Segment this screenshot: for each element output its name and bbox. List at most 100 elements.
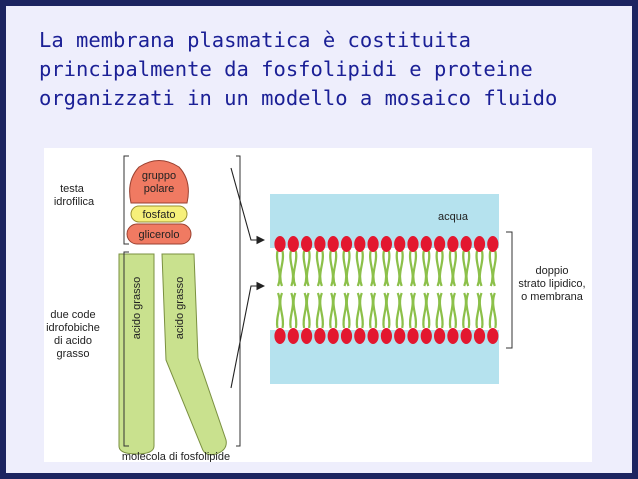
bilayer-head-top xyxy=(327,236,339,252)
bilayer-head-top xyxy=(420,236,432,252)
bilayer-head-bottom xyxy=(274,328,286,344)
hydrophobic-tails-label-3: di acido xyxy=(54,335,92,347)
bilayer-tail-top xyxy=(408,250,418,287)
bilayer-tail-bottom xyxy=(315,292,324,329)
bilayer-head-top xyxy=(367,236,379,252)
bilayer-tail-bottom xyxy=(342,292,351,329)
molecule-caption: molecola di fosfolipide xyxy=(122,451,230,462)
fatty-acid-label-left: acido grasso xyxy=(131,277,143,339)
tail-bracket xyxy=(123,251,129,447)
head-bracket xyxy=(123,155,129,245)
bilayer-tail-top xyxy=(369,250,378,287)
bilayer-tail-bottom xyxy=(289,292,298,329)
bilayer-tail-bottom xyxy=(382,292,391,329)
bilayer-tail-top xyxy=(355,250,364,287)
hydrophobic-tails-label-2: idrofobiche xyxy=(46,322,100,334)
phospholipid-figure: acido grasso acido grasso glicerolo fosf… xyxy=(44,148,592,463)
bilayer-tail-top xyxy=(488,250,497,287)
bilayer-tail-bottom xyxy=(462,292,471,329)
bilayer-tail-bottom xyxy=(355,292,364,329)
bilayer-head-top xyxy=(354,236,366,252)
polar-group-label-1: gruppo xyxy=(142,170,176,182)
bilayer-head-bottom xyxy=(473,328,486,344)
bilayer-head-bottom xyxy=(434,328,446,344)
bilayer-head-bottom xyxy=(287,328,299,344)
bilayer-head-bottom xyxy=(460,328,472,344)
phosphate-label: fosfato xyxy=(142,209,175,221)
bilayer-tail-bottom xyxy=(488,292,497,329)
bilayer-head-top xyxy=(487,236,499,252)
arrow-to-top-layer xyxy=(230,167,266,245)
bilayer-tail-bottom xyxy=(369,292,378,329)
lipid-bilayer xyxy=(274,236,499,344)
bilayer-head-top xyxy=(434,236,446,252)
bilayer-tail-top xyxy=(435,250,444,287)
hydrophobic-tails-label-1: due code xyxy=(50,309,95,321)
fatty-acid-tail-left xyxy=(118,253,155,455)
hydrophobic-tails-label-4: grasso xyxy=(56,348,89,360)
hydrophilic-head-label-1: testa xyxy=(60,183,85,195)
bilayer-head-top xyxy=(473,236,486,252)
bilayer-head-top xyxy=(394,236,406,252)
bilayer-tail-top xyxy=(475,250,484,287)
water-label: acqua xyxy=(438,211,469,223)
bilayer-head-top xyxy=(314,236,326,252)
bilayer-tail-top xyxy=(395,250,404,287)
bilayer-head-bottom xyxy=(367,328,379,344)
bilayer-head-bottom xyxy=(327,328,339,344)
molecule-bracket xyxy=(236,155,241,447)
bilayer-tail-bottom xyxy=(475,292,484,329)
bilayer-tail-top xyxy=(329,250,338,287)
bilayer-bracket xyxy=(506,231,513,349)
bilayer-head-bottom xyxy=(447,328,459,344)
polar-head xyxy=(129,160,189,204)
bilayer-tail-top xyxy=(289,250,298,287)
title-line-2: principalmente da fosfolipidi e proteine xyxy=(39,57,533,81)
bilayer-tail-top xyxy=(422,250,431,287)
bilayer-tail-top xyxy=(302,250,311,287)
bilayer-tail-bottom xyxy=(448,292,457,329)
bilayer-tail-top xyxy=(382,250,391,287)
bilayer-head-bottom xyxy=(420,328,432,344)
bilayer-head-bottom xyxy=(407,328,419,344)
bilayer-tail-bottom xyxy=(302,292,311,329)
bilayer-head-top xyxy=(460,236,472,252)
title-line-1: La membrana plasmatica è costituita xyxy=(39,28,471,52)
title-line-3: organizzati in un modello a mosaico flui… xyxy=(39,86,558,110)
glycerol-block xyxy=(126,223,192,245)
bilayer-head-bottom xyxy=(394,328,406,344)
bilayer-tail-top xyxy=(462,250,471,287)
phosphate-block xyxy=(130,205,188,223)
polar-group-label-2: polare xyxy=(144,183,175,195)
fatty-acid-label-right: acido grasso xyxy=(174,277,186,339)
bilayer-head-top xyxy=(447,236,459,252)
slide: La membrana plasmatica è costituita prin… xyxy=(6,6,632,473)
bilayer-tail-bottom xyxy=(275,292,285,329)
bilayer-tail-top xyxy=(275,250,285,287)
bilayer-head-top xyxy=(407,236,419,252)
bilayer-label-1: doppio xyxy=(535,265,568,277)
bilayer-head-bottom xyxy=(354,328,366,344)
bilayer-head-top xyxy=(274,236,286,252)
bilayer-tail-top xyxy=(342,250,351,287)
bilayer-head-top xyxy=(380,236,392,252)
phospholipid-diagram: acido grasso acido grasso glicerolo fosf… xyxy=(46,155,586,463)
hydrophilic-head-label-2: idrofilica xyxy=(54,196,95,208)
bilayer-tail-bottom xyxy=(422,292,431,329)
bilayer-tail-bottom xyxy=(329,292,338,329)
glycerol-label: glicerolo xyxy=(139,229,180,241)
bilayer-tail-bottom xyxy=(395,292,404,329)
bilayer-tail-top xyxy=(448,250,457,287)
arrow-to-bottom-layer xyxy=(230,281,266,389)
bilayer-tail-top xyxy=(315,250,324,287)
bilayer-head-bottom xyxy=(340,328,353,344)
bilayer-head-bottom xyxy=(301,328,313,344)
bilayer-head-bottom xyxy=(487,328,499,344)
bilayer-tail-bottom xyxy=(408,292,418,329)
phospholipid-molecule: acido grasso acido grasso glicerolo fosf… xyxy=(118,160,227,456)
bilayer-tail-bottom xyxy=(435,292,444,329)
bilayer-head-top xyxy=(287,236,299,252)
bilayer-head-top xyxy=(340,236,353,252)
bilayer-label-2: strato lipidico, xyxy=(518,278,585,290)
fatty-acid-tail-right xyxy=(161,253,227,456)
